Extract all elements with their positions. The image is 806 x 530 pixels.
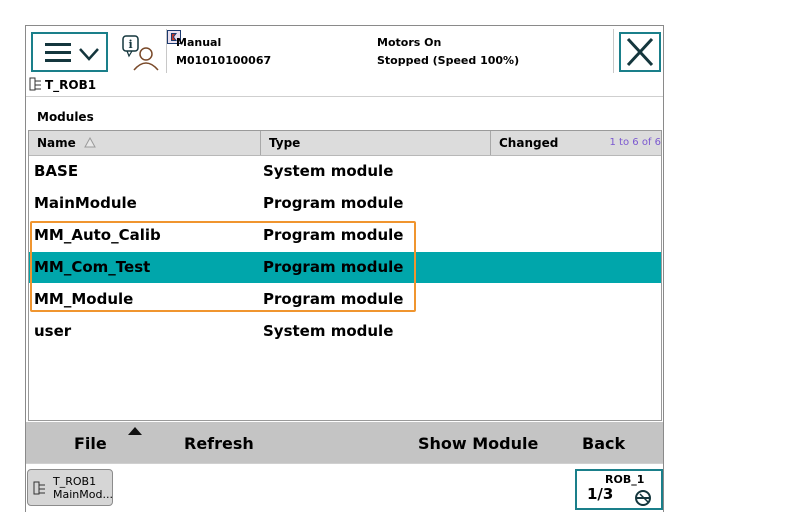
tile-module-name: MainMod... <box>53 488 113 501</box>
robot-name: ROB_1 <box>605 473 645 486</box>
file-menu-button[interactable]: File <box>74 434 107 453</box>
table-row[interactable]: MainModule Program module <box>29 188 661 219</box>
motors-status: Motors On <box>377 36 442 49</box>
info-person-icon[interactable]: i <box>120 34 160 74</box>
module-type: Program module <box>263 258 404 276</box>
module-name: user <box>34 322 72 340</box>
sort-ascending-icon <box>83 137 96 148</box>
taskbar: T_ROB1 MainMod... ROB_1 1/3 <box>26 463 663 512</box>
table-row[interactable]: user System module <box>29 316 661 347</box>
table-row[interactable]: BASE System module <box>29 156 661 187</box>
module-name: MM_Auto_Calib <box>34 226 161 244</box>
tile-task-name: T_ROB1 <box>53 475 97 488</box>
controller-id: M01010100067 <box>176 54 272 67</box>
robot-fraction: 1/3 <box>587 485 614 503</box>
flag-icon <box>167 30 181 44</box>
show-module-button[interactable]: Show Module <box>418 434 539 453</box>
row-range: 1 to 6 of 6 <box>609 137 661 148</box>
command-bar: File Refresh Show Module Back <box>26 422 663 463</box>
module-type: Program module <box>263 290 404 308</box>
program-task-icon <box>33 481 45 495</box>
refresh-button[interactable]: Refresh <box>184 434 254 453</box>
module-name: BASE <box>34 162 79 180</box>
table-row[interactable]: MM_Module Program module <box>29 284 661 315</box>
table-row[interactable]: MM_Auto_Calib Program module <box>29 220 661 251</box>
chevron-down-icon <box>79 48 99 61</box>
module-name: MM_Com_Test <box>34 258 151 276</box>
column-header-name[interactable]: Name <box>29 131 261 155</box>
program-task-icon <box>29 77 41 91</box>
module-name: MainModule <box>34 194 137 212</box>
module-type: System module <box>263 162 394 180</box>
caret-up-icon <box>128 427 142 435</box>
module-name: MM_Module <box>34 290 134 308</box>
back-button[interactable]: Back <box>582 434 626 453</box>
close-icon <box>626 37 654 67</box>
operating-mode: Manual <box>176 36 222 49</box>
close-button[interactable] <box>619 32 661 72</box>
svg-text:i: i <box>129 38 133 51</box>
module-type: System module <box>263 322 394 340</box>
program-state: Stopped (Speed 100%) <box>377 54 520 67</box>
status-panel[interactable]: Manual M01010100067 Motors On Stopped (S… <box>166 29 614 73</box>
column-header-type[interactable]: Type <box>261 131 491 155</box>
module-type: Program module <box>263 194 404 212</box>
section-title: Modules <box>37 110 94 124</box>
robot-state-icon <box>635 490 651 506</box>
table-row-selected[interactable]: MM_Com_Test Program module <box>29 252 661 283</box>
main-menu-button[interactable] <box>31 32 108 72</box>
divider <box>26 96 663 97</box>
menu-icon <box>45 43 71 67</box>
module-type: Program module <box>263 226 404 244</box>
quickset-robot-button[interactable]: ROB_1 1/3 <box>575 469 663 510</box>
task-name: T_ROB1 <box>45 78 97 92</box>
taskbar-program-editor[interactable]: T_ROB1 MainMod... <box>27 469 113 506</box>
task-indicator: T_ROB1 <box>29 77 96 92</box>
annotation-highlight-box <box>30 221 416 312</box>
